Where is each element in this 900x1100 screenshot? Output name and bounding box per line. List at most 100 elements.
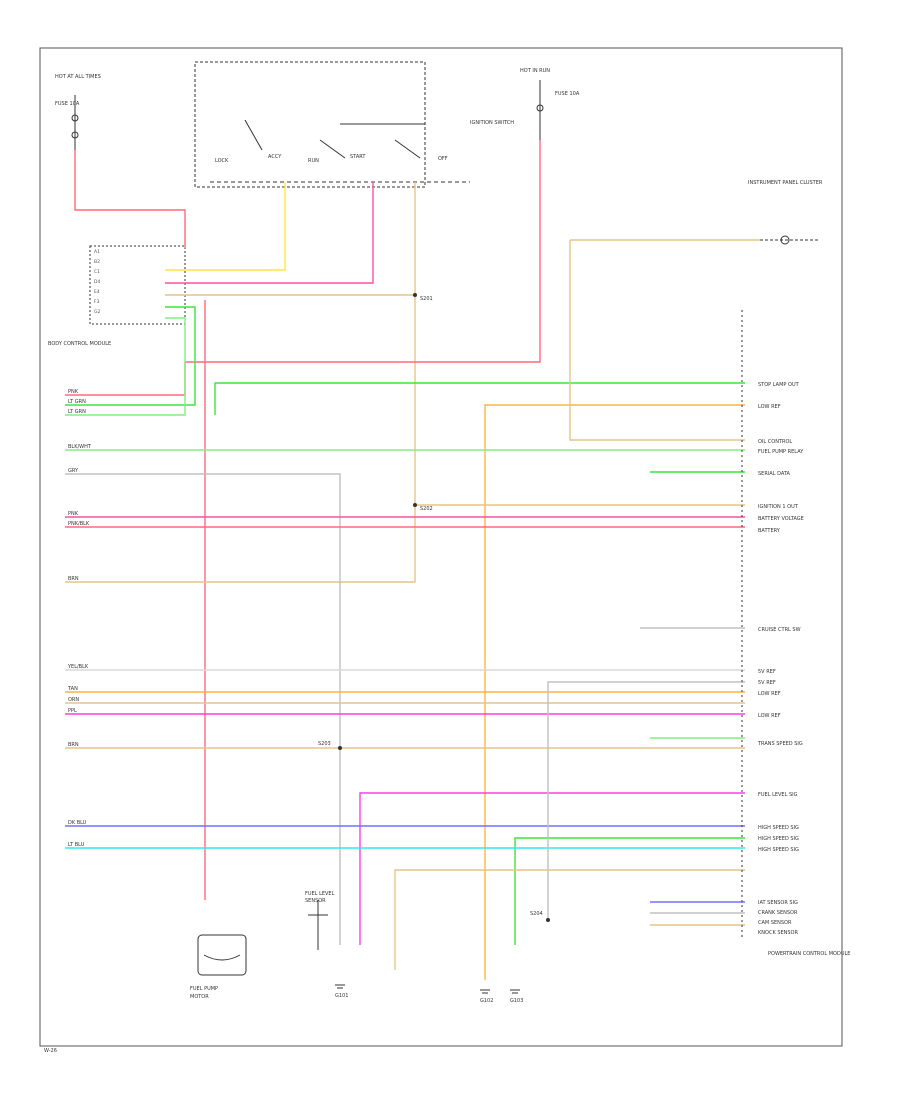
wire-tan-run xyxy=(65,182,416,583)
fuel-pump-module: FUEL PUMP MOTOR xyxy=(190,934,247,1000)
footer-code: W-26 xyxy=(44,1048,57,1054)
fuel-level-label: FUEL LEVEL xyxy=(305,891,335,897)
pcm-label-18: IAT SENSOR SIG xyxy=(758,900,798,906)
pcm-label-6: BATTERY VOLTAGE xyxy=(758,516,804,522)
switch-pos-off: OFF xyxy=(438,156,448,162)
wire-red-right-fuse xyxy=(65,140,541,396)
svg-text:PNK: PNK xyxy=(68,389,79,395)
pcm-label-1: LOW REF xyxy=(758,404,781,410)
splice-s203 xyxy=(338,746,342,750)
wire-tan-oil xyxy=(569,240,745,441)
fuse-block-right: HOT IN RUN FUSE 10A xyxy=(520,68,580,140)
svg-text:YEL/BLK: YEL/BLK xyxy=(67,664,89,670)
ground-g102: G102 xyxy=(480,989,493,1004)
svg-text:LT BLU: LT BLU xyxy=(68,842,85,848)
pcm-label-10: 5V REF xyxy=(758,680,776,686)
fuel-level-sensor: FUEL LEVEL SENSOR xyxy=(305,891,335,950)
splice-s202 xyxy=(413,503,417,507)
svg-text:TAN: TAN xyxy=(67,686,78,692)
wire-green-stoplamp xyxy=(214,382,745,415)
pcm-label: POWERTRAIN CONTROL MODULE xyxy=(768,951,850,957)
fuse-left-fuse: FUSE 10A xyxy=(55,101,80,107)
svg-text:E4: E4 xyxy=(94,289,100,295)
pcm-label-13: TRANS SPEED SIG xyxy=(757,741,803,747)
pcm-label-11: LOW REF xyxy=(758,691,781,697)
wire-orange-lowref xyxy=(484,404,745,980)
ground-g101: G101 xyxy=(335,984,348,999)
diagram-frame xyxy=(39,47,843,1047)
svg-text:C1: C1 xyxy=(94,269,100,275)
fuse-block-left: HOT AT ALL TIMES FUSE 10A xyxy=(55,74,101,150)
fuel-pump-label-2: MOTOR xyxy=(190,994,209,1000)
wire-magenta-fuel xyxy=(359,792,745,945)
wire-green-2 xyxy=(65,317,186,416)
svg-text:BLK/WHT: BLK/WHT xyxy=(68,444,92,450)
wire-tan-lower xyxy=(394,869,745,970)
left-wire-labels: PNK LT GRN LT GRN BLK/WHT GRY PNK PNK/BL… xyxy=(67,389,92,848)
svg-text:ORN: ORN xyxy=(68,697,79,703)
pcm-label-0: STOP LAMP OUT xyxy=(758,382,800,388)
wire-gray-left xyxy=(65,473,341,945)
bcm-label: BODY CONTROL MODULE xyxy=(48,341,111,347)
svg-text:S204: S204 xyxy=(530,911,543,917)
svg-text:B2: B2 xyxy=(94,259,100,265)
switch-pos-accy: ACCY xyxy=(268,154,282,160)
svg-text:G101: G101 xyxy=(335,993,348,999)
fuse-right-label: HOT IN RUN xyxy=(520,68,550,74)
pcm-connector: POWERTRAIN CONTROL MODULE STOP LAMP OUT … xyxy=(741,310,850,957)
fuel-level-label-2: SENSOR xyxy=(305,898,326,904)
pcm-label-3: FUEL PUMP RELAY xyxy=(758,449,804,455)
svg-text:BRN: BRN xyxy=(68,742,79,748)
splice-s201 xyxy=(413,293,417,297)
ground-g103: G103 xyxy=(510,989,523,1004)
pcm-label-15: HIGH SPEED SIG xyxy=(758,825,799,831)
pcm-label-12: LOW REF xyxy=(758,713,781,719)
svg-text:PNK: PNK xyxy=(68,511,79,517)
svg-text:BRN: BRN xyxy=(68,576,79,582)
svg-text:G102: G102 xyxy=(480,998,493,1004)
svg-text:D4: D4 xyxy=(94,279,100,285)
svg-text:LT GRN: LT GRN xyxy=(68,409,86,415)
pcm-label-19: CRANK SENSOR xyxy=(758,910,798,916)
fuse-right-fuse: FUSE 10A xyxy=(555,91,580,97)
pcm-label-2: OIL CONTROL xyxy=(758,439,792,445)
svg-text:A1: A1 xyxy=(94,249,100,255)
switch-pos-start: START xyxy=(350,154,366,160)
switch-pos-lock: LOCK xyxy=(215,158,229,164)
pcm-label-4: SERIAL DATA xyxy=(758,471,791,477)
body-control-module: BODY CONTROL MODULE A1 B2 C1 D4 E4 F3 G2 xyxy=(48,245,186,347)
pcm-label-17: HIGH SPEED SIG xyxy=(758,847,799,853)
svg-text:DK BLU: DK BLU xyxy=(68,820,87,826)
splices: S201 S202 S203 S204 xyxy=(318,293,550,922)
wires xyxy=(65,140,760,980)
wire-red-fuse-feed xyxy=(74,150,186,248)
fuel-pump-label: FUEL PUMP xyxy=(190,986,218,992)
pcm-label-16: HIGH SPEED SIG xyxy=(758,836,799,842)
pcm-label-20: CAM SENSOR xyxy=(758,920,792,926)
pcm-label-8: CRUISE CTRL SW xyxy=(758,627,801,633)
pcm-label-5: IGNITION 1 OUT xyxy=(758,504,799,510)
svg-text:G103: G103 xyxy=(510,998,523,1004)
svg-text:S203: S203 xyxy=(318,741,331,747)
wire-gray-right xyxy=(547,681,745,920)
svg-text:F3: F3 xyxy=(94,299,100,305)
wire-yellow-ign xyxy=(165,182,286,271)
pcm-label-9: 5V REF xyxy=(758,669,776,675)
pcm-label-21: KNOCK SENSOR xyxy=(758,930,798,936)
wire-green-vert xyxy=(514,837,745,945)
fuse-left-label: HOT AT ALL TIMES xyxy=(55,74,101,80)
svg-text:PPL: PPL xyxy=(68,708,77,714)
svg-text:GRY: GRY xyxy=(68,468,79,474)
wire-pink-ign xyxy=(165,182,374,284)
svg-text:S201: S201 xyxy=(420,296,433,302)
svg-text:S202: S202 xyxy=(420,506,433,512)
instrument-cluster: INSTRUMENT PANEL CLUSTER xyxy=(660,180,823,245)
wire-green-1 xyxy=(65,306,196,406)
ignition-switch: IGNITION SWITCH LOCK ACCY RUN START OFF xyxy=(194,61,514,188)
svg-text:G2: G2 xyxy=(94,309,100,315)
splice-s204 xyxy=(546,918,550,922)
pcm-label-14: FUEL LEVEL SIG xyxy=(758,792,798,798)
instrument-cluster-label: INSTRUMENT PANEL CLUSTER xyxy=(748,180,823,186)
pcm-label-7: BATTERY xyxy=(758,528,781,534)
